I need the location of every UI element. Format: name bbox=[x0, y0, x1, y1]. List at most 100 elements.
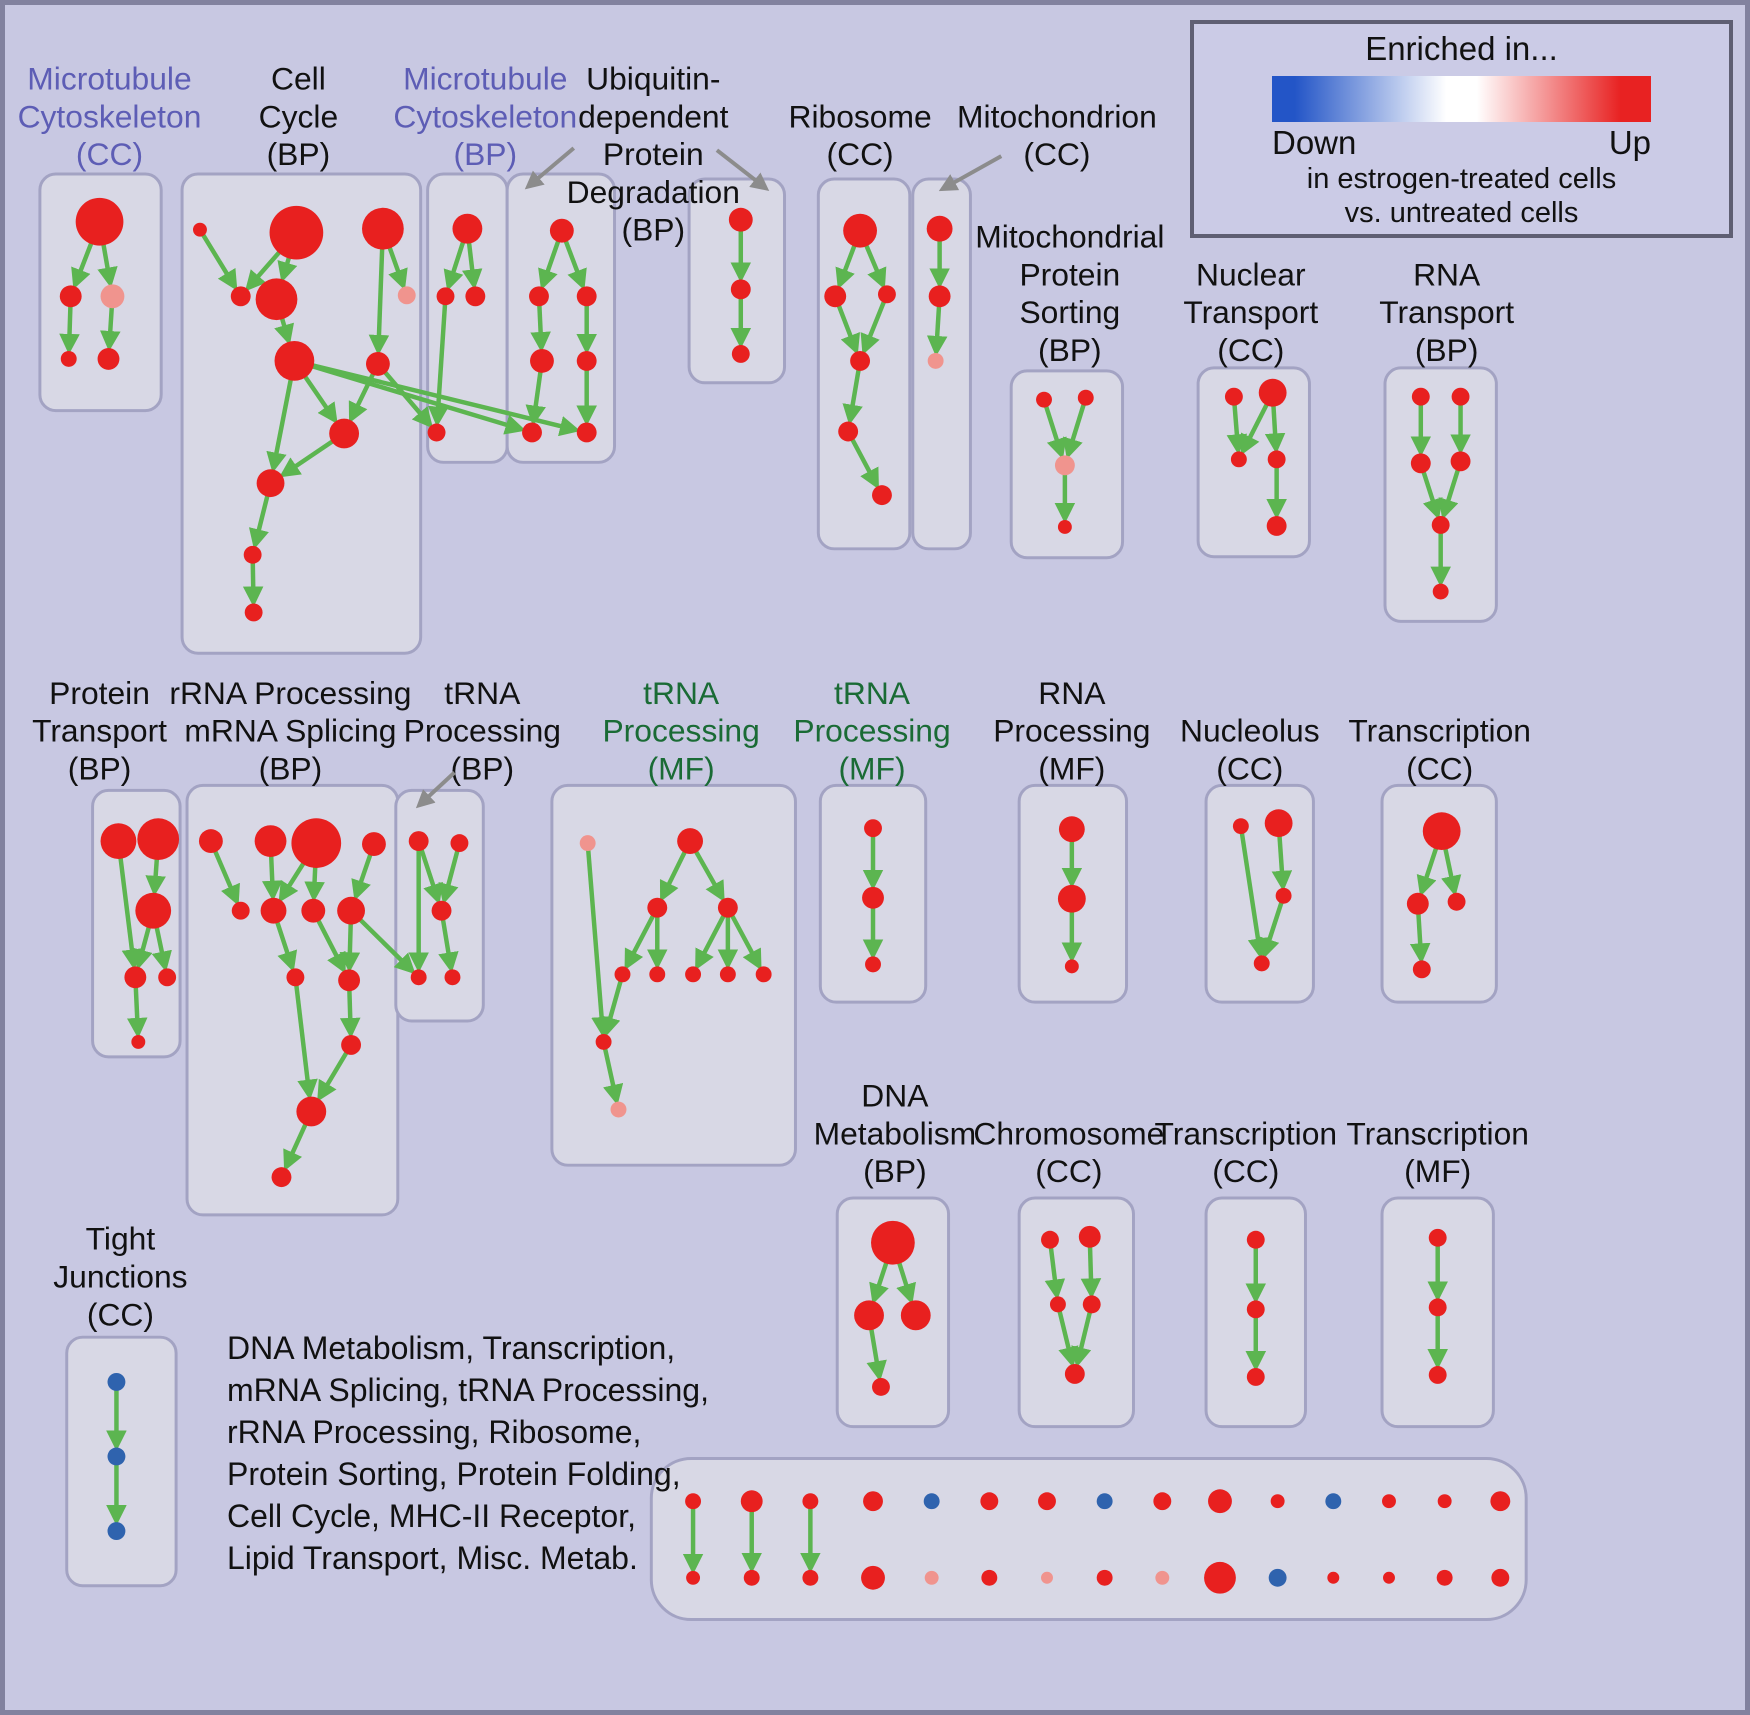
go-term-node bbox=[1437, 1494, 1452, 1509]
group-box-summary-strip bbox=[649, 1456, 1528, 1622]
go-term-node bbox=[1057, 519, 1072, 534]
go-term-node bbox=[1253, 955, 1270, 972]
go-term-node bbox=[1246, 1300, 1265, 1319]
go-term-node bbox=[1436, 1569, 1453, 1586]
edge-arrow bbox=[1063, 397, 1088, 460]
edge-arrow bbox=[428, 296, 449, 428]
go-term-node bbox=[107, 1522, 126, 1540]
go-term-node bbox=[802, 1493, 819, 1510]
go-term-node bbox=[1447, 892, 1466, 911]
go-term-node bbox=[243, 545, 262, 564]
misc-note-line: mRNA Splicing, tRNA Processing, bbox=[227, 1372, 709, 1408]
go-term-node bbox=[1077, 389, 1094, 406]
go-term-node bbox=[158, 968, 177, 987]
go-term-node bbox=[410, 969, 427, 986]
go-term-node bbox=[1258, 378, 1287, 407]
go-term-node bbox=[863, 1491, 883, 1512]
go-term-node bbox=[450, 834, 469, 853]
go-term-node bbox=[719, 966, 736, 983]
label-pointer-arrow bbox=[938, 154, 1003, 192]
go-term-node bbox=[728, 207, 753, 232]
go-term-node bbox=[75, 197, 124, 246]
go-term-node bbox=[408, 831, 429, 852]
go-term-node bbox=[677, 828, 704, 855]
label-pointer-arrow bbox=[415, 771, 456, 809]
group-box-nuclear-transport bbox=[1196, 366, 1311, 559]
go-term-node bbox=[522, 422, 542, 443]
go-term-node bbox=[900, 1300, 931, 1331]
go-term-node bbox=[576, 286, 597, 307]
go-term-node bbox=[649, 966, 666, 983]
go-term-node bbox=[329, 418, 360, 449]
go-term-node bbox=[1041, 1571, 1053, 1584]
go-term-node bbox=[1382, 1494, 1396, 1509]
go-term-node bbox=[1428, 1366, 1447, 1384]
go-term-node bbox=[365, 351, 390, 376]
go-term-node bbox=[854, 1300, 884, 1331]
legend-subtitle-1: in estrogen-treated cells bbox=[1306, 163, 1617, 195]
go-term-node bbox=[743, 1569, 760, 1586]
go-term-node bbox=[1082, 1295, 1101, 1314]
go-term-node bbox=[595, 1033, 612, 1050]
go-term-node bbox=[1232, 818, 1249, 835]
group-label-chromosome-cc: Chromosome(CC) bbox=[973, 1115, 1164, 1189]
go-term-node bbox=[1041, 1230, 1059, 1249]
go-term-node bbox=[427, 423, 446, 442]
group-box-nucleolus bbox=[1204, 783, 1315, 1004]
go-term-node bbox=[1450, 451, 1471, 472]
go-term-node bbox=[1264, 809, 1293, 838]
legend-title: Enriched in... bbox=[1365, 30, 1558, 67]
go-term-node bbox=[107, 1447, 126, 1466]
group-label-transcription-mf: Transcription(MF) bbox=[1346, 1115, 1529, 1189]
go-term-node bbox=[131, 1034, 146, 1049]
go-term-node bbox=[436, 287, 455, 306]
misc-category-note: DNA Metabolism, Transcription, mRNA Spli… bbox=[227, 1327, 709, 1579]
go-term-node bbox=[1266, 516, 1287, 536]
go-term-node bbox=[740, 1490, 763, 1513]
go-term-node bbox=[1208, 1489, 1232, 1514]
go-term-node bbox=[1064, 1364, 1085, 1384]
go-term-node bbox=[301, 898, 326, 923]
go-term-node bbox=[1153, 1492, 1172, 1511]
go-term-node bbox=[923, 1493, 940, 1510]
go-term-node bbox=[1275, 887, 1292, 904]
go-term-node bbox=[1412, 960, 1431, 979]
group-label-transcription-cc-row3: Transcription(CC) bbox=[1155, 1115, 1338, 1189]
go-term-node bbox=[230, 286, 251, 307]
label-pointer-arrow bbox=[524, 146, 576, 190]
go-term-node bbox=[686, 1570, 701, 1585]
go-term-node bbox=[1270, 1494, 1285, 1509]
go-term-node bbox=[1431, 516, 1450, 534]
go-term-node bbox=[397, 286, 416, 305]
edge-arrow bbox=[293, 358, 581, 437]
go-term-node bbox=[1490, 1491, 1511, 1512]
go-term-node bbox=[865, 956, 881, 973]
go-term-node bbox=[1064, 959, 1079, 974]
go-term-node bbox=[838, 421, 859, 442]
go-term-node bbox=[861, 1565, 885, 1590]
go-term-node bbox=[614, 966, 631, 983]
go-term-node bbox=[59, 285, 82, 308]
go-term-node bbox=[60, 350, 77, 367]
go-term-node bbox=[1057, 884, 1086, 913]
go-term-node bbox=[274, 341, 315, 381]
go-term-node bbox=[1411, 387, 1430, 406]
go-term-node bbox=[452, 213, 483, 244]
go-term-node bbox=[1224, 387, 1243, 406]
go-term-node bbox=[1410, 453, 1431, 474]
misc-note-line: Cell Cycle, MHC-II Receptor, bbox=[227, 1498, 636, 1534]
go-term-node bbox=[755, 966, 772, 983]
go-term-node bbox=[685, 1493, 702, 1510]
group-label-mitochondrion-cc: Mitochondrion(CC) bbox=[957, 98, 1157, 172]
go-term-node bbox=[362, 207, 404, 250]
go-term-node bbox=[135, 892, 172, 929]
go-term-node bbox=[1038, 1492, 1056, 1511]
edge-arrow bbox=[293, 977, 318, 1101]
